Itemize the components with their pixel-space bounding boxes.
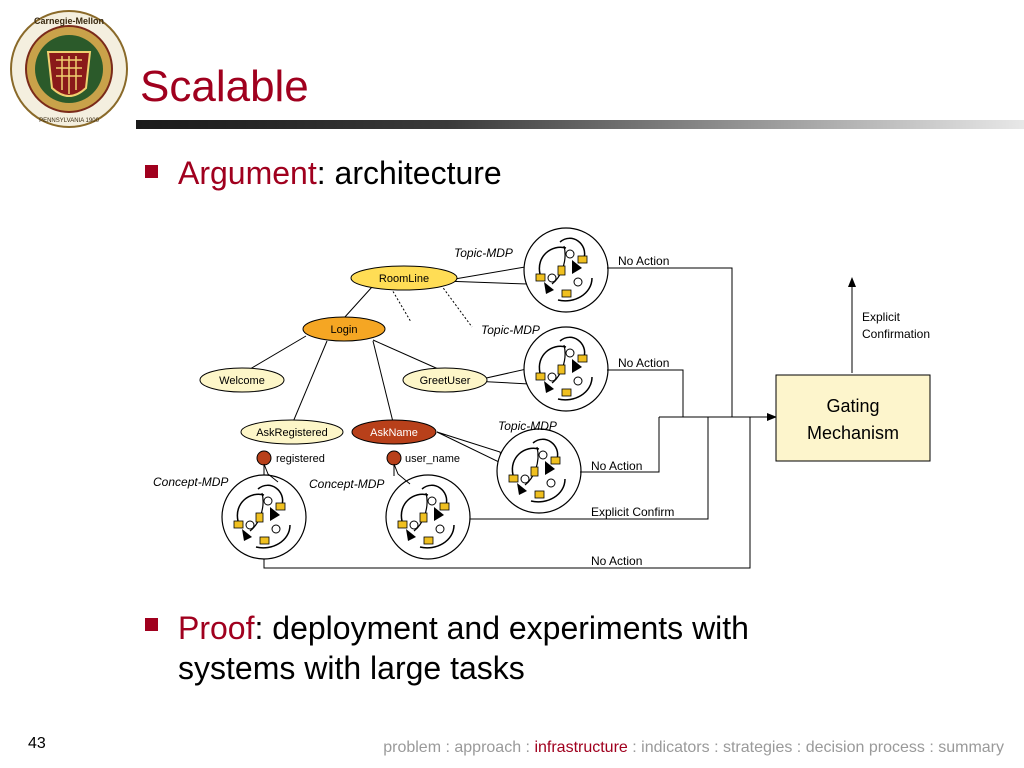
label-user-name: user_name xyxy=(405,453,460,465)
footer-item-decision-process[interactable]: decision process xyxy=(805,739,925,756)
topic-mdp-2 xyxy=(523,326,609,412)
svg-text:Carnegie-Mellon: Carnegie-Mellon xyxy=(34,16,104,26)
label-no-action-3: No Action xyxy=(591,459,642,473)
bullet-square-icon xyxy=(145,618,158,631)
label-welcome: Welcome xyxy=(219,375,265,387)
label-topic-mdp-3: Topic-MDP xyxy=(498,419,557,433)
footer-item-strategies[interactable]: strategies xyxy=(722,739,793,756)
label-no-action-2: No Action xyxy=(618,356,669,370)
label-explicit-confirm: Explicit Confirm xyxy=(591,505,674,519)
bullet-text: : architecture xyxy=(316,155,502,191)
label-explicit-confirmation-2: Confirmation xyxy=(862,327,930,341)
gating-label-line2: Mechanism xyxy=(807,423,899,443)
node-login xyxy=(302,316,386,342)
architecture-diagram: RoomLine Login Welcome GreetUser AskRegi… xyxy=(153,227,931,569)
footer-item-infrastructure[interactable]: infrastructure xyxy=(534,739,628,756)
node-roomline xyxy=(350,265,458,291)
footer-item-approach[interactable]: approach xyxy=(454,739,522,756)
bullet-keyword: Argument xyxy=(178,155,317,191)
label-askname: AskName xyxy=(370,427,418,439)
bullet-text-continued: systems with large tasks xyxy=(178,650,525,686)
footer-item-summary[interactable]: summary xyxy=(938,739,1004,756)
concept-node-registered xyxy=(256,450,272,466)
cmu-seal-logo: Carnegie-Mellon PENNSYLVANIA 1900 xyxy=(10,10,128,128)
slide-number: 43 xyxy=(28,735,46,752)
label-registered: registered xyxy=(276,453,325,465)
svg-text:PENNSYLVANIA 1900: PENNSYLVANIA 1900 xyxy=(39,118,99,124)
label-login: Login xyxy=(331,324,358,336)
bullet-square-icon xyxy=(145,165,158,178)
node-askname xyxy=(351,419,437,445)
gating-mechanism-box xyxy=(775,374,931,462)
node-greetuser xyxy=(402,367,488,393)
concept-mdp-1 xyxy=(221,474,307,560)
gating-label-line1: Gating xyxy=(826,396,879,416)
node-welcome xyxy=(199,367,285,393)
label-concept-mdp-2: Concept-MDP xyxy=(309,477,384,491)
slide-title: Scalable xyxy=(140,62,309,111)
label-explicit-confirmation-1: Explicit xyxy=(862,310,901,324)
label-topic-mdp-1: Topic-MDP xyxy=(454,246,513,260)
bullet-text: : deployment and experiments with xyxy=(254,610,749,646)
bullet-keyword: Proof xyxy=(178,610,255,646)
concept-node-user-name xyxy=(386,450,402,466)
topic-mdp-1 xyxy=(523,227,609,313)
concept-mdp-2 xyxy=(385,474,471,560)
label-topic-mdp-2: Topic-MDP xyxy=(481,323,540,337)
footer-navigation: problem : approach : infrastructure : in… xyxy=(383,739,1004,756)
label-concept-mdp-1: Concept-MDP xyxy=(153,475,228,489)
footer-item-problem[interactable]: problem xyxy=(383,739,442,756)
label-askregistered: AskRegistered xyxy=(256,427,328,439)
label-no-action-1: No Action xyxy=(618,254,669,268)
label-roomline: RoomLine xyxy=(379,273,429,285)
label-greetuser: GreetUser xyxy=(420,375,471,387)
node-askregistered xyxy=(240,419,344,445)
label-no-action-4: No Action xyxy=(591,554,642,568)
title-divider xyxy=(136,120,1024,129)
footer-item-indicators[interactable]: indicators xyxy=(641,739,710,756)
topic-mdp-3 xyxy=(496,428,582,514)
